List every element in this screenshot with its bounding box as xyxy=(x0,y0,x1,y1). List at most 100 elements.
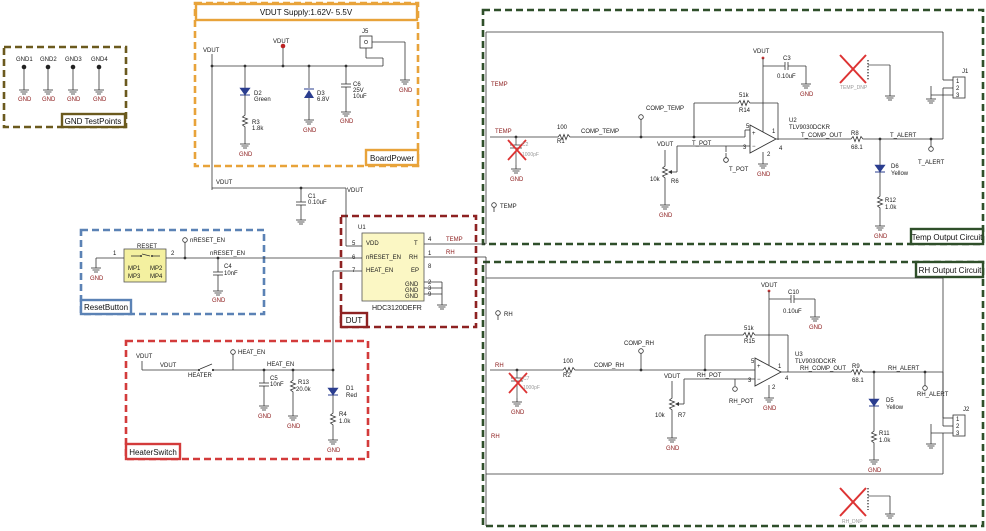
heater-switch-circuit: VDUT VDUT HEATER HEAT_EN HEAT_EN C5 10nF… xyxy=(136,349,357,454)
u1-pin-rh: RH xyxy=(409,255,418,261)
t-comp-out-net-label: T_COMP_OUT xyxy=(801,133,842,139)
pin-number: 1 xyxy=(772,129,776,135)
d6-ref: D6 xyxy=(891,164,899,170)
pin-number: 1 xyxy=(956,417,960,423)
gnd-label: GND xyxy=(90,276,104,282)
pin-number: 2 xyxy=(956,86,960,92)
rh-output-circuit: RH RH RH C7 1000pF GND 100 R2 COMP_RH CO… xyxy=(485,257,970,526)
mp4-label: MP4 xyxy=(150,274,163,280)
temp-tp-label: TEMP xyxy=(500,204,517,210)
d5-ref: D5 xyxy=(886,398,894,404)
r11-ref: R11 xyxy=(879,431,890,437)
board-power-tag xyxy=(364,148,420,167)
vdut-net-label: VDUT xyxy=(347,188,364,194)
r3-ref: R3 xyxy=(252,120,260,126)
r4-ref: R4 xyxy=(339,412,347,418)
rh-alert-tp-label: RH_ALERT xyxy=(917,392,949,398)
reset-button-label: ResetButton xyxy=(84,303,128,312)
u1-part: HDC3120DEFR xyxy=(372,305,422,312)
board-power-title-tag xyxy=(194,2,419,22)
u2-ref: U2 xyxy=(789,118,797,124)
temp-output-box xyxy=(481,8,985,246)
r12-value: 1.0k xyxy=(885,205,897,211)
r9-ref: R9 xyxy=(852,364,860,370)
gnd-label: GND xyxy=(239,152,253,158)
pin-number: 1 xyxy=(956,79,960,85)
dut-tag xyxy=(339,311,369,329)
u1-pin-gnd: GND xyxy=(405,282,419,288)
rh-output-label: RH Output Circuit xyxy=(919,266,982,275)
heat-en-net-label: HEAT_EN xyxy=(267,362,294,368)
heater-switch[interactable] xyxy=(199,363,213,370)
c1-value: 0.10uF xyxy=(308,200,327,206)
pin-number: 3 xyxy=(428,286,432,292)
temp-output-label: Temp Output Circuit xyxy=(912,233,983,242)
j2-ref: J2 xyxy=(963,407,970,413)
pin-number: 1 xyxy=(113,251,117,257)
u1-pin-gnd: GND xyxy=(405,288,419,294)
j5-ref: J5 xyxy=(362,29,369,35)
r2-value: 100 xyxy=(563,359,574,365)
d5-value: Yellow xyxy=(886,405,904,411)
pin-number: 2 xyxy=(956,424,960,430)
r7-ref: R7 xyxy=(678,413,686,419)
reset-button-circuit: RESET MP1 MP2 MP3 MP4 1 2 GND nRESET_EN … xyxy=(90,237,346,304)
comp-rh-net-label: COMP_RH xyxy=(594,363,624,369)
rh-tp-label: RH xyxy=(504,312,513,318)
vdut-label: VDUT xyxy=(273,39,290,45)
board-power-title: VDUT Supply:1.62V- 5.5V xyxy=(260,8,353,17)
r2-ref: R2 xyxy=(563,373,571,379)
tp-label: GND4 xyxy=(91,57,108,63)
gnd-label: GND xyxy=(399,88,413,94)
tp-label: GND3 xyxy=(65,57,82,63)
pin-number: 3 xyxy=(748,378,752,384)
u1-pin-t: T xyxy=(414,241,418,247)
gnd-label: GND xyxy=(666,446,680,452)
gnd-label: GND xyxy=(800,92,814,98)
pin-number: 1 xyxy=(428,251,432,257)
pin-number: 9 xyxy=(428,292,432,298)
gnd-label: GND xyxy=(757,172,771,178)
rh-net-label: RH xyxy=(446,250,455,256)
r8-ref: R8 xyxy=(851,131,859,137)
gnd-label: GND xyxy=(212,298,226,304)
pin-number: 3 xyxy=(956,93,960,99)
r15-ref: R15 xyxy=(744,339,756,345)
r9-value: 68.1 xyxy=(852,378,864,384)
pin-number: 4 xyxy=(428,237,432,243)
r1-value: 100 xyxy=(557,125,568,131)
c2-ref: C2 xyxy=(522,142,529,148)
r4-value: 1.0k xyxy=(339,419,351,425)
r14-ref: R14 xyxy=(739,108,751,114)
gnd-label: GND xyxy=(258,414,272,420)
heater-switch-label: HeaterSwitch xyxy=(129,448,177,457)
u1-pin-ep: EP xyxy=(411,268,419,274)
vdut-label: VDUT xyxy=(203,48,220,54)
comp-temp-net-label: COMP_TEMP xyxy=(581,129,619,135)
u1-pin-vdd: VDD xyxy=(366,241,379,247)
gnd-testpoints-box xyxy=(2,45,128,129)
pin-number: 5 xyxy=(751,359,755,365)
rh-output-box xyxy=(481,260,985,528)
r12-ref: R12 xyxy=(885,198,897,204)
heater-switch-box xyxy=(124,339,370,461)
gnd-label: GND xyxy=(874,234,888,240)
c4-ref: C4 xyxy=(224,264,232,270)
heater-switch-tag xyxy=(124,442,182,461)
nreset-en-tp-label: nRESET_EN xyxy=(190,238,225,244)
r3-value: 1.8k xyxy=(252,126,264,132)
rh-pot-tp-label: RH_POT xyxy=(729,399,754,405)
d2-ref: D2 xyxy=(254,91,262,97)
nreset-en-net-label: nRESET_EN xyxy=(210,251,245,257)
vdut-net-label: VDUT xyxy=(216,180,233,186)
gnd-label: GND xyxy=(93,97,107,103)
t-pot-tp-label: T_POT xyxy=(729,167,749,173)
temp-output-tag xyxy=(909,227,985,246)
gnd-testpoints-tag xyxy=(60,112,127,129)
rh-net-label: RH xyxy=(495,363,504,369)
r7-value: 10k xyxy=(655,413,666,419)
c5-value: 10nF xyxy=(270,382,284,388)
gnd-label: GND xyxy=(287,424,301,430)
gnd-label: GND xyxy=(659,213,673,219)
